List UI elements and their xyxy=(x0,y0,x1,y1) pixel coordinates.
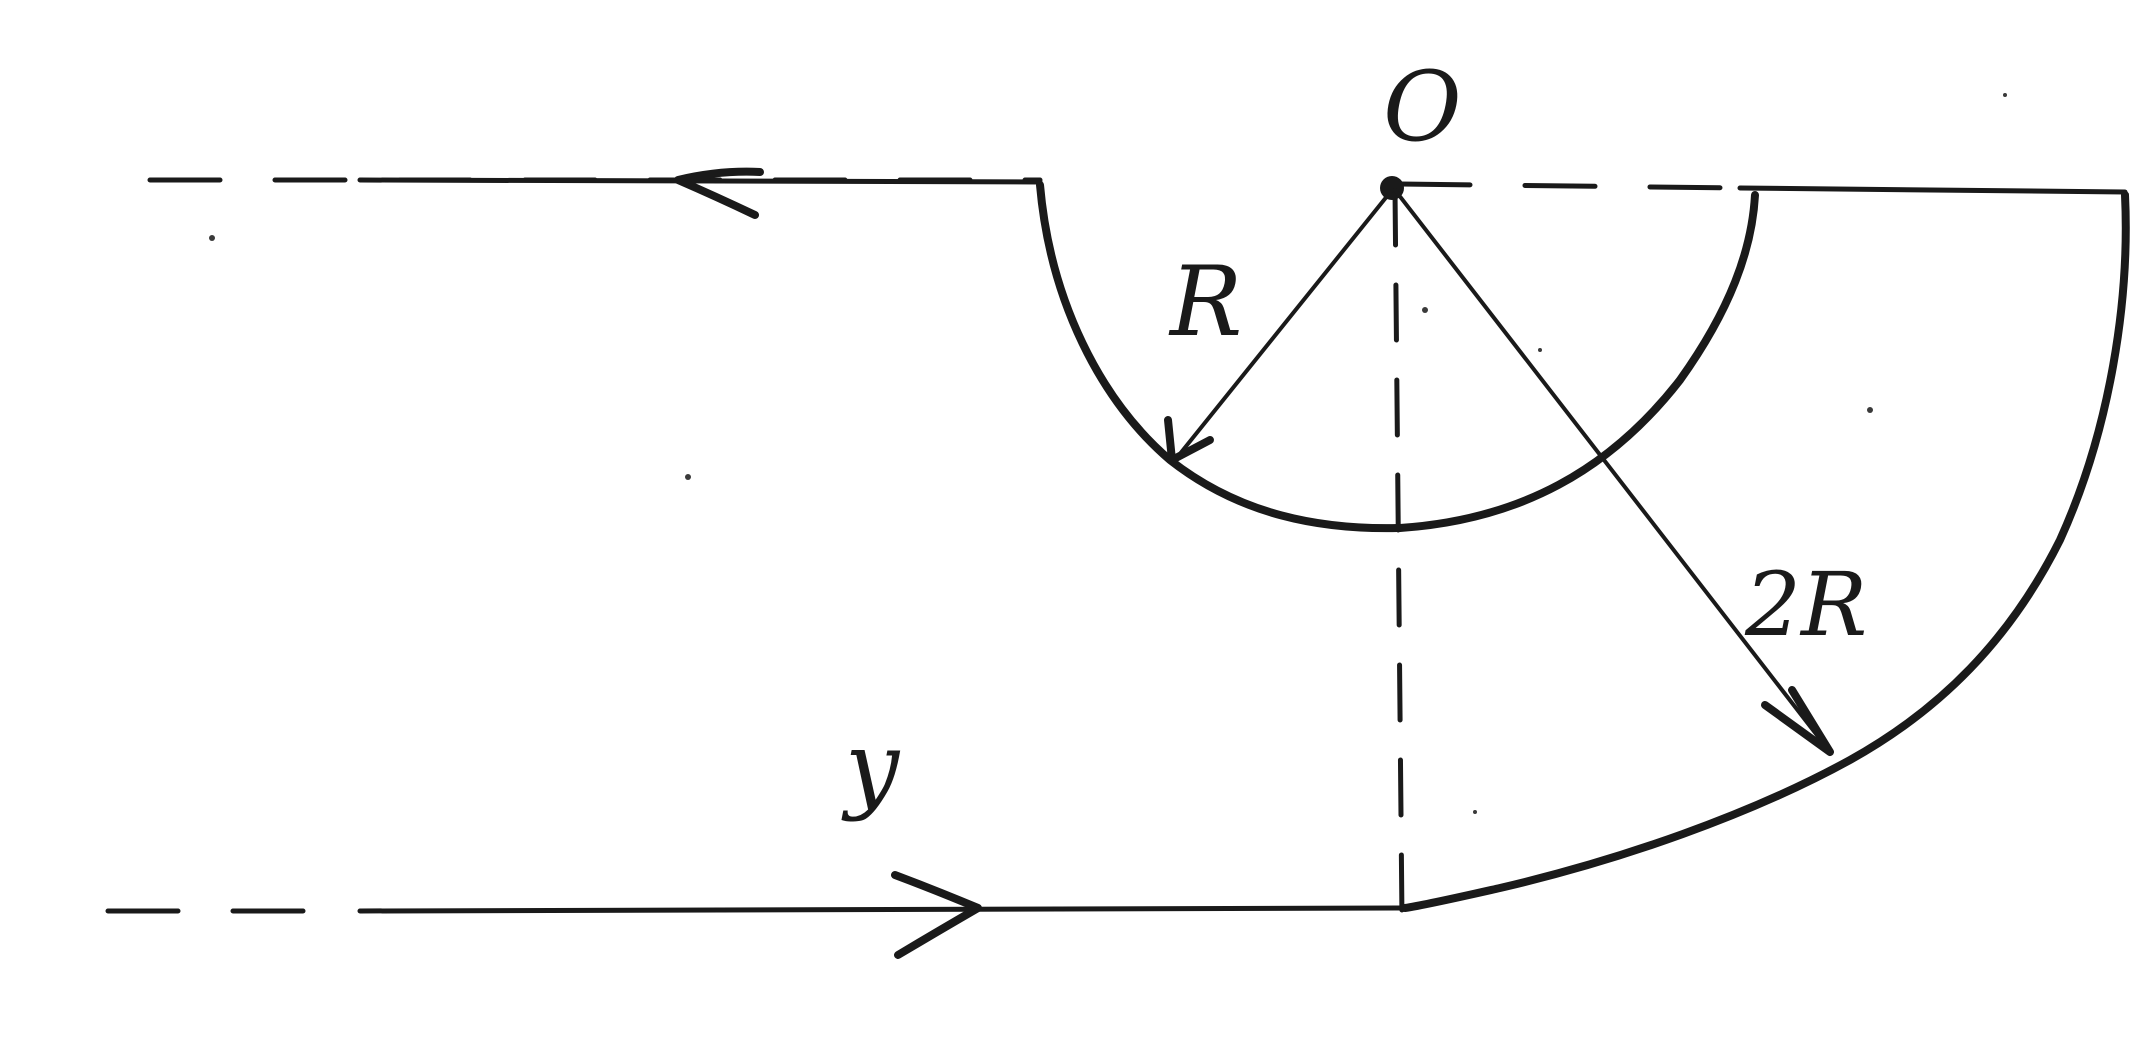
label-inner-radius: R xyxy=(1168,246,1242,358)
top-wire-left xyxy=(357,177,1043,185)
speck xyxy=(1867,407,1873,413)
top-arrow-icon xyxy=(674,167,764,219)
vertical-axis-dashed xyxy=(1392,187,1405,923)
radius-r-line xyxy=(1173,188,1394,462)
speck xyxy=(1473,810,1477,814)
label-outer-radius: 2R xyxy=(1744,553,1867,656)
label-current: y xyxy=(841,711,901,823)
radius-2r-arrowhead-icon xyxy=(1761,686,1834,756)
outer-semicircle-arc xyxy=(1401,191,2130,912)
bottom-wire xyxy=(357,905,1408,914)
bottom-arrow-icon xyxy=(891,871,982,959)
speck xyxy=(1422,307,1428,313)
speck xyxy=(1538,348,1542,352)
label-center-o: O xyxy=(1383,51,1462,163)
speck xyxy=(209,235,215,241)
top-dashed-line-right xyxy=(1397,181,1743,191)
top-wire-right xyxy=(1737,185,2128,195)
radius-2r-line xyxy=(1393,188,1832,754)
radius-r-arrowhead-icon xyxy=(1164,416,1214,464)
speck xyxy=(685,474,691,480)
speck xyxy=(2003,93,2007,97)
